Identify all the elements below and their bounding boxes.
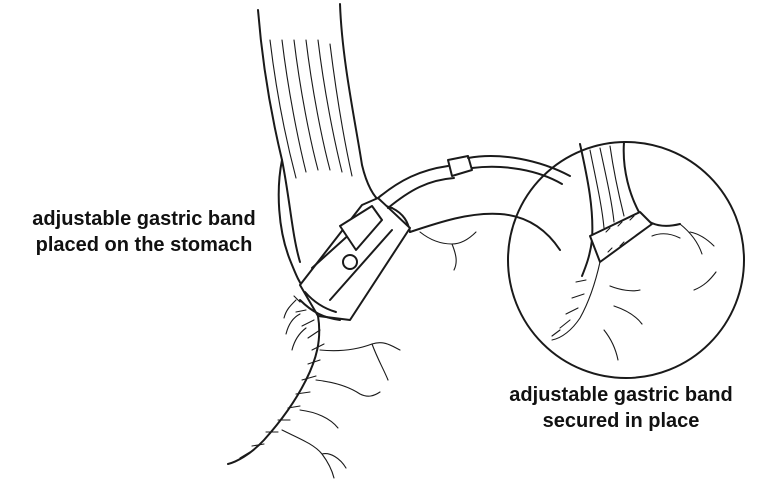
- label-band-on-stomach: adjustable gastric band placed on the st…: [6, 206, 282, 258]
- gastric-band: [300, 198, 410, 320]
- label-band-secured-line1: adjustable gastric band: [486, 382, 756, 408]
- label-band-on-stomach-line1: adjustable gastric band: [6, 206, 282, 232]
- magnified-inset: [508, 142, 744, 378]
- band-tubing: [378, 156, 570, 208]
- label-band-secured-line2: secured in place: [486, 408, 756, 434]
- label-band-secured: adjustable gastric band secured in place: [486, 382, 756, 434]
- label-band-on-stomach-line2: placed on the stomach: [6, 232, 282, 258]
